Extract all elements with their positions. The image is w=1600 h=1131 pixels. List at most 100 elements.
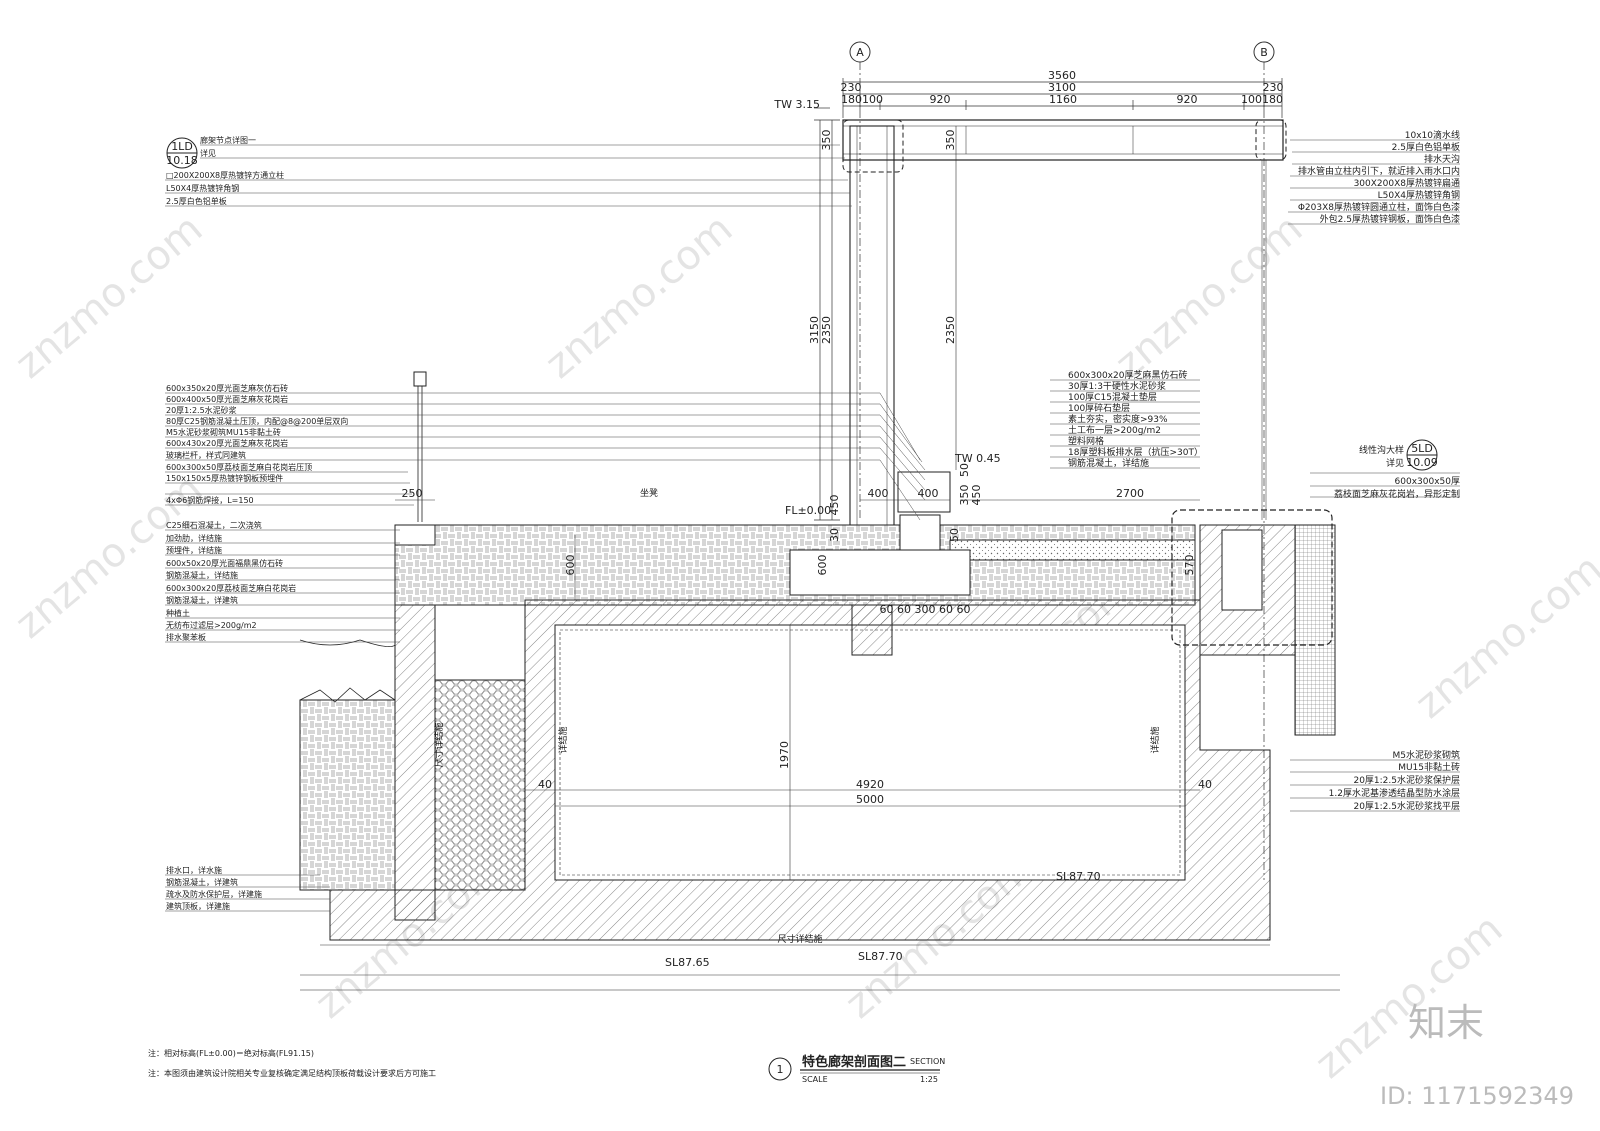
gravel-layer xyxy=(949,539,1196,561)
dim-2350-left: 2350 xyxy=(820,316,833,344)
note-text: 1.2厚水泥基渗透结晶型防水涂层 xyxy=(1329,787,1460,799)
pool-void xyxy=(554,624,1186,881)
note-text: M5水泥砂浆砌筑 xyxy=(1393,749,1461,761)
label-detail-left: 详结施 xyxy=(557,726,569,753)
dim-400-b: 400 xyxy=(918,487,939,500)
detail-ref-5-bottom: 10.09 xyxy=(1406,456,1438,469)
note-text: 150x150x5厚热镀锌钢板预埋件 xyxy=(166,473,283,483)
note-text: 排水口，详水施 xyxy=(166,865,222,875)
brand-logo: 知末 xyxy=(1408,1001,1484,1045)
drawing-title: 1 特色廊架剖面图二 SECTION SCALE 1:25 xyxy=(768,1054,945,1084)
dim-5000: 5000 xyxy=(856,793,884,806)
watermark: znzmo.com xyxy=(1407,546,1600,728)
note-text: 600x300x20厚芝麻黑仿石砖 xyxy=(1068,369,1187,381)
notes-left-bottom: 排水口，详水施 钢筋混凝土，详建筑 疏水及防水保护层，详建施 建筑顶板，详建施 xyxy=(166,865,262,911)
note-text: L50X4厚热镀锌角钢 xyxy=(166,183,239,193)
note-text: 素土夯实，密实度>93% xyxy=(1068,413,1168,425)
label-seat: 坐凳 xyxy=(640,488,658,499)
dim-180-100: 180100 xyxy=(841,93,883,106)
note-text: 600x400x50厚光面芝麻灰花岗岩 xyxy=(166,394,288,404)
title-scale: 1:25 xyxy=(920,1075,938,1084)
dim-600-a: 600 xyxy=(564,555,577,576)
title-name: 特色廊架剖面图二 xyxy=(802,1054,906,1070)
note-text: 加劲肋，详结施 xyxy=(166,533,222,543)
dim-2350-right: 2350 xyxy=(944,316,957,344)
detail-ref-5: 5LD 10.09 xyxy=(1406,439,1438,471)
detail-callout-drain xyxy=(1171,509,1333,646)
note-text: 排水管由立柱内引下，就近排入雨水口内 xyxy=(1298,165,1460,177)
dim-30: 30 xyxy=(828,528,841,542)
grid-axes xyxy=(849,41,1275,880)
note-text: 30厚1:3干硬性水泥砂浆 xyxy=(1068,380,1166,392)
footnote: 注：相对标高(FL±0.00)＝绝对标高(FL91.15) xyxy=(148,1048,314,1058)
glass-railing-top xyxy=(413,371,427,387)
dim-600-b: 600 xyxy=(816,555,829,576)
note-text: M5水泥砂浆砌筑MU15非黏土砖 xyxy=(166,427,281,437)
note-text: 钢筋混凝土，详结施 xyxy=(166,570,238,580)
note-text: 100厚碎石垫层 xyxy=(1068,402,1130,414)
dim-overall: 3560 xyxy=(1048,69,1076,82)
dim-inner: 3100 xyxy=(1048,81,1076,94)
level-sl-8770-b: SL87.70 xyxy=(858,950,903,963)
note-text: 预埋件，详结施 xyxy=(166,545,222,555)
note-text: Φ203X8厚热镀锌圆通立柱，面饰白色漆 xyxy=(1298,201,1460,213)
note-text: 600x430x20厚光面芝麻灰花岗岩 xyxy=(166,438,288,448)
dim-right-230: 230 xyxy=(1263,81,1284,94)
note-text: 10x10滴水线 xyxy=(1405,129,1460,141)
note-text: 300X200X8厚热镀锌扁通 xyxy=(1354,177,1460,189)
dim-450-right: 450 xyxy=(970,485,983,506)
note-text: 20厚1:2.5水泥砂浆找平层 xyxy=(1353,800,1460,812)
drainage-board xyxy=(1294,524,1336,736)
note-text: 20厚1:2.5水泥砂浆 xyxy=(166,405,237,415)
pergola-column-left xyxy=(849,125,895,547)
note-text: 种植土 xyxy=(166,608,190,618)
label-detail-right: 详结施 xyxy=(1149,726,1161,753)
level-fl-000: FL±0.00 xyxy=(785,504,831,517)
note-text: 80厚C25钢筋混凝土压顶，内配@8@200单层双向 xyxy=(166,416,348,426)
note-text: 600x300x50厚 xyxy=(1395,476,1460,487)
gravel-fill xyxy=(434,679,526,891)
dim-400-a: 400 xyxy=(868,487,889,500)
notes-left-mid: 600x350x20厚光面芝麻灰仿石砖 600x400x50厚光面芝麻灰花岗岩 … xyxy=(166,383,348,642)
dim-450-left: 450 xyxy=(828,495,841,516)
pergola-beam xyxy=(842,119,1284,161)
dim-40-left: 40 xyxy=(538,778,552,791)
label-bottom-dim: 尺寸详结施 xyxy=(777,933,822,945)
watermark: znzmo.com xyxy=(1107,206,1311,388)
note-text: 钢筋混凝土，详建筑 xyxy=(166,595,238,605)
note-text: 钢筋混凝土，详建筑 xyxy=(166,877,238,887)
note-text: 塑料网格 xyxy=(1068,435,1104,447)
dim-350-seat: 350 xyxy=(958,485,971,506)
dim-40-right: 40 xyxy=(1198,778,1212,791)
note-text: 18厚塑料板排水层（抗压>30T） xyxy=(1068,446,1203,458)
dim-920-right: 920 xyxy=(1177,93,1198,106)
note-text: 600x300x20厚荔枝面芝麻白花岗岩 xyxy=(166,583,296,593)
dim-250: 250 xyxy=(402,487,423,500)
planting-soil xyxy=(299,699,396,891)
watermark: znzmo.com xyxy=(1307,906,1511,1088)
note-text: 无纺布过滤层>200g/m2 xyxy=(166,620,257,630)
note-text: 600x50x20厚光面福鼎黑仿石砖 xyxy=(166,558,283,568)
note-text: 600x350x20厚光面芝麻灰仿石砖 xyxy=(166,383,288,393)
level-sl-8765: SL87.65 xyxy=(665,956,710,969)
dim-left-230: 230 xyxy=(841,81,862,94)
brand-id: ID: 1171592349 xyxy=(1380,1082,1574,1110)
note-text: 钢筋混凝土，详结施 xyxy=(1068,457,1149,469)
note-text: MU15非黏土砖 xyxy=(1398,761,1460,773)
note-text: 详见 xyxy=(1386,457,1404,469)
note-text: 4xΦ6钢筋焊接，L=150 xyxy=(166,495,254,505)
title-sub: SECTION xyxy=(910,1057,945,1066)
note-text: 土工布一层>200g/m2 xyxy=(1068,424,1161,436)
note-text: □200X200X8厚热镀锌方通立柱 xyxy=(166,170,284,180)
note-text: 详见 xyxy=(200,148,216,158)
detail-ref-5-top: 5LD xyxy=(1411,442,1433,455)
note-text: 荔枝面芝麻灰花岗岩，异形定制 xyxy=(1334,488,1460,500)
detail-ref-1-top: 1LD xyxy=(171,140,193,153)
note-text: 2.5厚白色铝单板 xyxy=(166,196,227,206)
dim-920-left: 920 xyxy=(930,93,951,106)
note-text: 玻璃栏杆，样式同建筑 xyxy=(166,450,246,460)
note-text: 100厚C15混凝土垫层 xyxy=(1068,391,1157,403)
dim-570: 570 xyxy=(1183,555,1196,576)
watermark: znzmo.com xyxy=(537,206,741,388)
